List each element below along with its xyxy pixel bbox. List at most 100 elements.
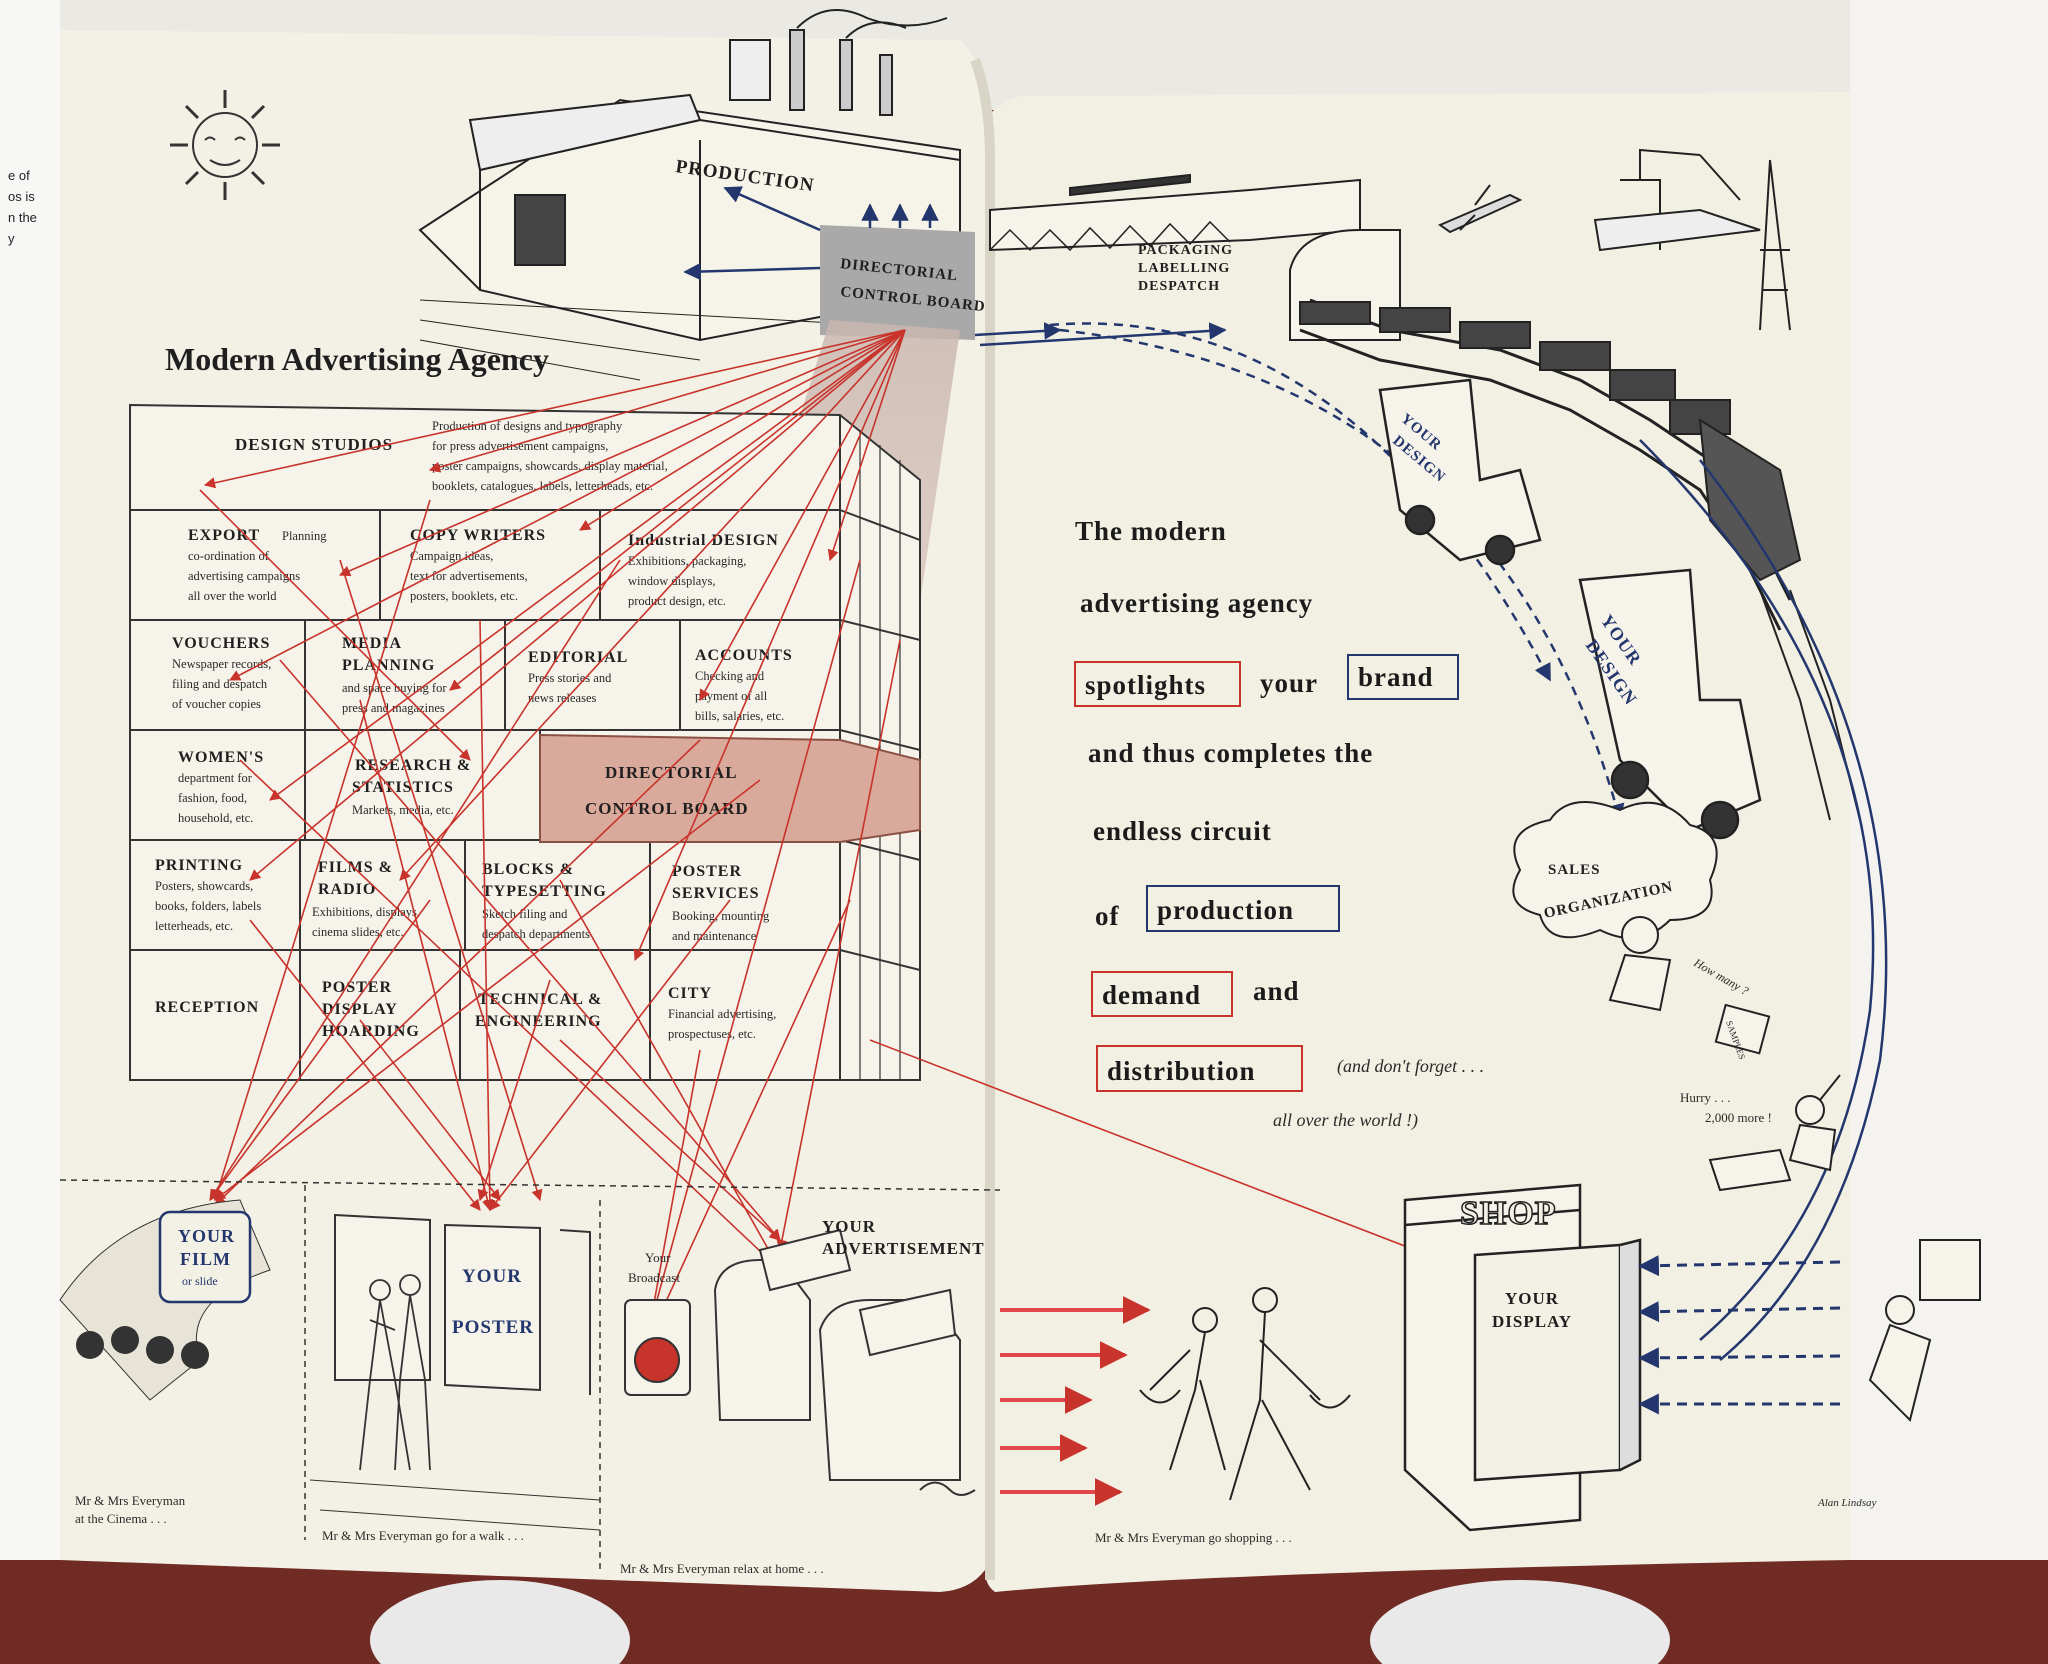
demand-box <box>1091 971 1233 1017</box>
packaging-3: DESPATCH <box>1138 279 1220 294</box>
poster-text-2: POSTER <box>452 1317 534 1338</box>
broadcast-text-1: Your <box>645 1250 671 1265</box>
slogan-aside-1: (and don't forget . . . <box>1337 1056 1484 1077</box>
fragment-2: os is <box>8 189 35 204</box>
dept-poster-services-2: SERVICES <box>672 885 759 902</box>
display-text-1: YOUR <box>1505 1289 1559 1308</box>
womens-desc-1: department for <box>178 771 253 785</box>
broadcast-text-2: Broadcast <box>628 1270 680 1285</box>
slogan-distribution: distribution <box>1107 1056 1256 1086</box>
dept-design-studios: DESIGN STUDIOS <box>235 435 393 454</box>
page-title: Modern Advertising Agency <box>165 341 549 377</box>
table-right <box>1850 0 2048 1560</box>
poster-panel <box>309 1213 601 1531</box>
slogan-and: and <box>1253 976 1300 1006</box>
packaging-1: PACKAGING <box>1138 243 1233 258</box>
film-text-2: FILM <box>180 1249 231 1269</box>
dept-vouchers: VOUCHERS <box>172 635 270 652</box>
cinema-panel <box>59 1199 271 1401</box>
dept-editorial: EDITORIAL <box>528 649 628 666</box>
slogan-line5: endless circuit <box>1093 816 1272 846</box>
top-control-board <box>820 225 975 340</box>
control-board-box <box>539 733 921 843</box>
packaging-blue-arrows <box>974 322 1625 822</box>
printing-desc-3: letterheads, etc. <box>155 919 233 933</box>
gutter-shadow <box>970 58 995 1580</box>
cinema-caption-2: at the Cinema . . . <box>75 1511 167 1526</box>
accounts-desc-2: payment of all <box>695 689 768 703</box>
slogan-line1: The modern <box>1075 516 1227 546</box>
artist-signature: Alan Lindsay <box>1817 1497 1876 1509</box>
display-text-2: DISPLAY <box>1492 1312 1572 1331</box>
dept-poster-services-1: POSTER <box>672 863 742 880</box>
womens-desc-2: fashion, food, <box>178 791 247 805</box>
van-2 <box>1578 568 1762 840</box>
dept-media-1: MEDIA <box>342 635 402 652</box>
film-text-3: or slide <box>182 1274 218 1288</box>
right-shoe <box>1370 1580 1670 1664</box>
packaging-2: LABELLING <box>1138 261 1230 276</box>
hurry-text-1: Hurry . . . <box>1680 1090 1731 1105</box>
design-desc-2: for press advertisement campaigns, <box>432 439 608 453</box>
dept-films-2: RADIO <box>318 881 376 898</box>
dept-printing: PRINTING <box>155 857 243 874</box>
dept-blocks-2: TYPESETTING <box>482 883 607 900</box>
airplane-icon <box>1437 184 1523 234</box>
advertisement-text-1: YOUR <box>822 1217 876 1236</box>
circuit-curves <box>1639 439 1888 1361</box>
shopper-red-arrows <box>1000 1296 1151 1506</box>
dept-city: CITY <box>668 985 712 1002</box>
dept-media-2: PLANNING <box>342 657 435 674</box>
media-desc-1: and space buying for <box>342 681 447 695</box>
export-desc-2: co-ordination of <box>188 549 270 563</box>
delivery-man <box>1868 1239 1981 1422</box>
industrial-desc-3: product design, etc. <box>628 594 726 608</box>
dept-womens: WOMEN'S <box>178 749 264 766</box>
export-desc-4: all over the world <box>188 589 277 603</box>
vouchers-desc-2: filing and despatch <box>172 677 268 691</box>
home-caption: Mr & Mrs Everyman relax at home . . . <box>620 1561 824 1576</box>
slogan-your: your <box>1260 668 1318 698</box>
sales-cloud <box>1512 801 1718 939</box>
margin-fragments: e of os is n the y <box>8 168 37 246</box>
distribution-box <box>1096 1045 1303 1092</box>
editorial-desc-2: news releases <box>528 691 597 705</box>
control-board-line1: DIRECTORIAL <box>605 763 738 782</box>
export-desc-3: advertising campaigns <box>188 569 300 583</box>
dept-technical-2: ENGINEERING <box>475 1013 602 1030</box>
film-text-1: YOUR <box>178 1226 235 1246</box>
shoppers-illustration <box>1139 1287 1351 1501</box>
poster-services-desc-1: Booking, mounting <box>672 909 770 923</box>
sun-illustration <box>170 90 280 200</box>
design-desc-4: booklets, catalogues, labels, letterhead… <box>432 479 653 493</box>
vouchers-desc-3: of voucher copies <box>172 697 261 711</box>
production-box <box>1146 885 1340 932</box>
dept-films-1: FILMS & <box>318 859 393 876</box>
dept-industrial-design: Industrial DESIGN <box>628 532 779 549</box>
dept-reception: RECEPTION <box>155 999 259 1016</box>
brand-box <box>1347 654 1459 700</box>
left-shoe <box>370 1580 630 1664</box>
crane-illustration <box>1593 148 1791 331</box>
dept-research-1: RESEARCH & <box>355 757 471 774</box>
slogan-of: of <box>1095 901 1120 931</box>
shop-illustration <box>1403 1183 1642 1532</box>
spotlights-box <box>1074 661 1241 707</box>
van-1 <box>1378 378 1542 566</box>
dept-poster-display-1: POSTER <box>322 979 392 996</box>
right-page <box>985 92 1850 1592</box>
export-desc-1: Planning <box>282 529 327 543</box>
film-screen <box>158 1210 252 1304</box>
panel-dividers <box>59 1179 1001 1570</box>
dept-poster-display-2: DISPLAY <box>322 1001 398 1018</box>
editorial-desc-1: Press stories and <box>528 671 612 685</box>
advertisement-text-2: ADVERTISEMENT <box>822 1239 985 1258</box>
cinema-caption-1: Mr & Mrs Everyman <box>75 1493 186 1508</box>
board-blue-arrows <box>683 186 939 281</box>
walk-caption: Mr & Mrs Everyman go for a walk . . . <box>322 1528 524 1543</box>
dept-accounts: ACCOUNTS <box>695 647 793 664</box>
copy-desc-3: posters, booklets, etc. <box>410 589 518 603</box>
hurry-text-2: 2,000 more ! <box>1705 1110 1772 1125</box>
poster-services-desc-2: and maintenance <box>672 929 757 943</box>
